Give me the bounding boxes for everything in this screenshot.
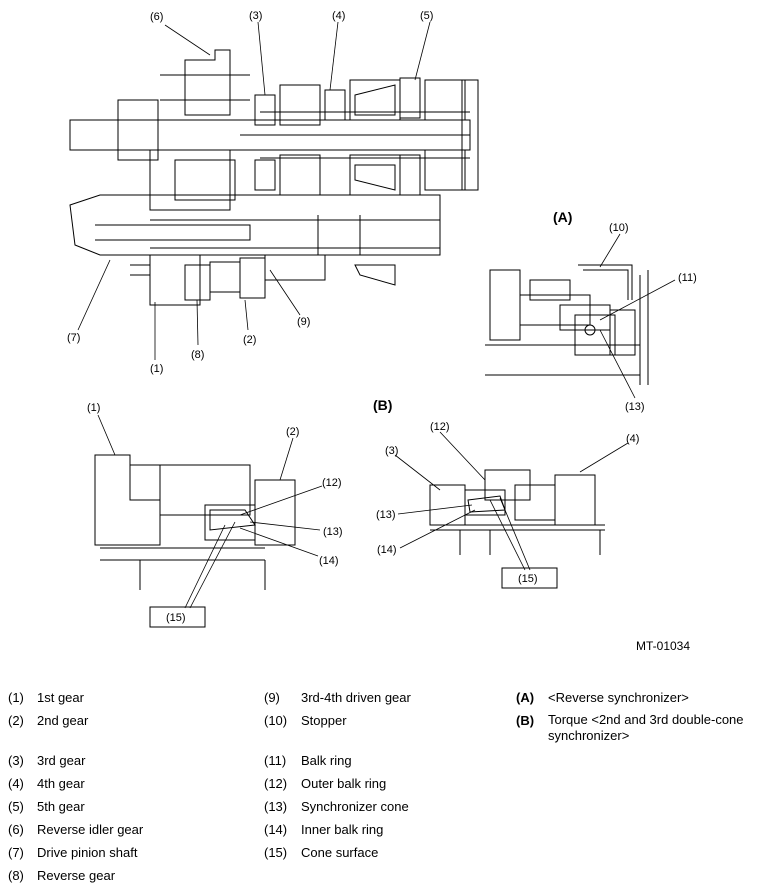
detail-b-drawing bbox=[429, 469, 605, 555]
legend-num: (14) bbox=[264, 822, 288, 837]
legend-text: 5th gear bbox=[37, 799, 85, 814]
legend-text: 3rd gear bbox=[37, 753, 86, 768]
legend-num: (13) bbox=[264, 799, 288, 814]
legend-num: (12) bbox=[264, 776, 288, 791]
callout-5: (5) bbox=[420, 10, 433, 22]
legend: (1) 1st gear (2) 2nd gear (3) 3rd gear (… bbox=[8, 686, 764, 891]
callout-left-13: (13) bbox=[323, 526, 343, 538]
legend-text: Stopper bbox=[301, 713, 347, 728]
section-a-label: (A) bbox=[553, 209, 572, 225]
legend-num: (9) bbox=[264, 690, 280, 705]
detail-left-drawing bbox=[94, 454, 296, 590]
legend-text: 3rd-4th driven gear bbox=[301, 690, 411, 705]
legend-num: (B) bbox=[516, 713, 535, 728]
legend-text: Cone surface bbox=[301, 845, 379, 860]
legend-num: (6) bbox=[8, 822, 24, 837]
legend-num: (5) bbox=[8, 799, 24, 814]
legend-text: Balk ring bbox=[301, 753, 352, 768]
cone-surface-box-left bbox=[149, 606, 206, 628]
callout-a-11: (11) bbox=[678, 272, 697, 284]
callout-1: (1) bbox=[150, 363, 163, 375]
callout-2: (2) bbox=[243, 334, 256, 346]
callout-8: (8) bbox=[191, 349, 204, 361]
figure-code: MT-01034 bbox=[636, 639, 690, 653]
legend-num: (11) bbox=[264, 753, 287, 768]
legend-num: (A) bbox=[516, 690, 535, 705]
callouts: (1) (2) (3) (4) (5) (6) (7) (8) (9) (A) … bbox=[67, 10, 697, 653]
callout-b-14: (14) bbox=[377, 544, 397, 556]
legend-text-line: Torque <2nd and 3rd double-cone bbox=[548, 712, 744, 727]
legend-text: Inner balk ring bbox=[301, 822, 384, 837]
legend-text: 2nd gear bbox=[37, 713, 89, 728]
callout-left-2: (2) bbox=[286, 426, 299, 438]
legend-num: (3) bbox=[8, 753, 24, 768]
callout-left-15: (15) bbox=[166, 612, 186, 624]
section-b-label: (B) bbox=[373, 397, 392, 413]
callout-7: (7) bbox=[67, 332, 80, 344]
callout-9: (9) bbox=[297, 316, 310, 328]
callout-6: (6) bbox=[150, 11, 163, 23]
legend-text: 4th gear bbox=[37, 776, 85, 791]
leader-lines bbox=[77, 21, 676, 609]
callout-b-4: (4) bbox=[626, 433, 639, 445]
callout-4: (4) bbox=[332, 10, 345, 22]
legend-text: Outer balk ring bbox=[301, 776, 387, 791]
legend-num: (2) bbox=[8, 713, 24, 728]
legend-num: (10) bbox=[264, 713, 288, 728]
legend-num: (8) bbox=[8, 868, 24, 883]
cone-surface-box-b bbox=[501, 567, 558, 589]
legend-text: Reverse idler gear bbox=[37, 822, 144, 837]
main-assembly-drawing bbox=[69, 49, 479, 306]
legend-text: Reverse gear bbox=[37, 868, 116, 883]
legend-text: <Reverse synchronizer> bbox=[548, 690, 689, 705]
legend-text: Synchronizer cone bbox=[301, 799, 409, 814]
legend-text: 1st gear bbox=[37, 690, 84, 705]
callout-left-12: (12) bbox=[322, 477, 342, 489]
detail-a-drawing bbox=[485, 264, 649, 385]
legend-num: (7) bbox=[8, 845, 24, 860]
callout-left-1: (1) bbox=[87, 402, 100, 414]
legend-text: Torque <2nd and 3rd double-cone synchron… bbox=[548, 712, 744, 744]
callout-a-13: (13) bbox=[625, 401, 645, 413]
legend-text: Drive pinion shaft bbox=[37, 845, 138, 860]
callout-b-12: (12) bbox=[430, 421, 450, 433]
legend-text-line: synchronizer> bbox=[548, 728, 630, 743]
callout-a-10: (10) bbox=[609, 222, 629, 234]
legend-num: (15) bbox=[264, 845, 288, 860]
callout-b-3: (3) bbox=[385, 445, 398, 457]
callout-left-14: (14) bbox=[319, 555, 339, 567]
legend-num: (4) bbox=[8, 776, 24, 791]
legend-num: (1) bbox=[8, 690, 24, 705]
callout-3: (3) bbox=[249, 10, 262, 22]
callout-b-15: (15) bbox=[518, 573, 538, 585]
callout-b-13: (13) bbox=[376, 509, 396, 521]
